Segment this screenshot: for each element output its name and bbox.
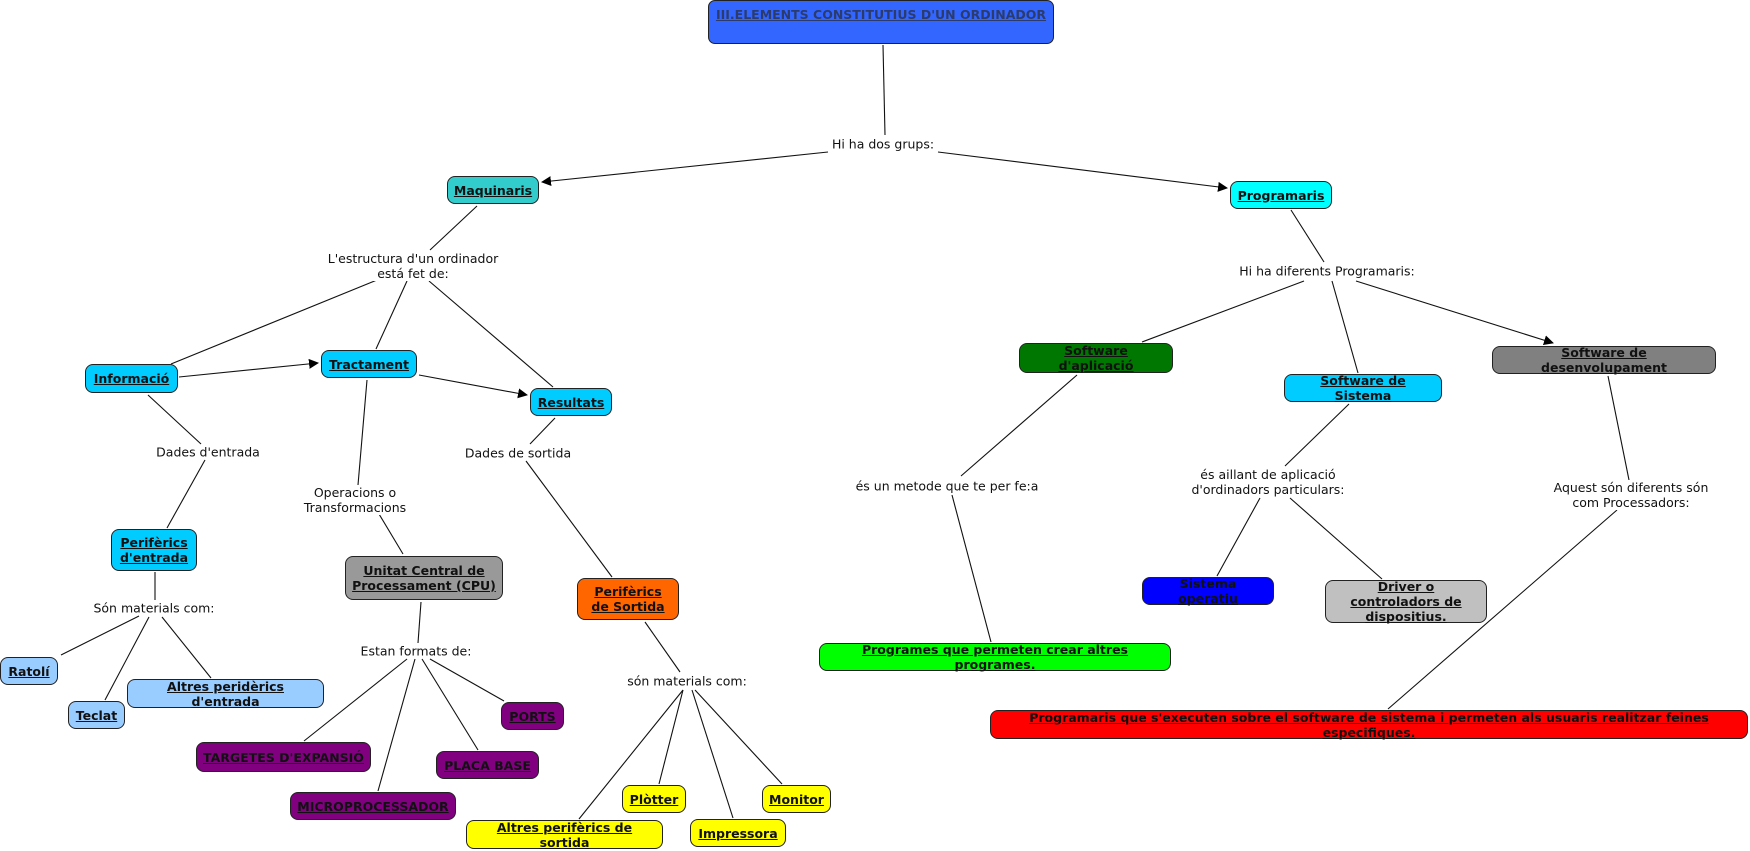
concept-impressora[interactable]: Impressora xyxy=(690,819,786,847)
concept-teclat[interactable]: Teclat xyxy=(68,701,125,729)
concept-programaris-red[interactable]: Programaris que s'executen sobre el soft… xyxy=(990,709,1748,740)
concept-software-desenvolupament[interactable]: Software de desenvolupament xyxy=(1492,345,1716,375)
link-phrase-estructura: L'estructura d'un ordinador está fet de: xyxy=(325,251,501,281)
concept-title[interactable]: III.ELEMENTS CONSTITUTIUS D'UN ORDINADOR xyxy=(708,0,1054,44)
concept-placa-base[interactable]: PLACA BASE xyxy=(436,751,539,779)
concept-resultats[interactable]: Resultats xyxy=(530,388,612,416)
concept-perifèrics-sortida[interactable]: Perifèrics de Sortida xyxy=(577,578,679,620)
link-phrase-operacions: Operacions o Transformacions xyxy=(301,485,409,515)
link-phrase-son-materials-sortida: són materials com: xyxy=(625,673,749,689)
concept-maquinaris[interactable]: Maquinaris xyxy=(447,176,539,204)
link-phrase-son-materials: Són materials com: xyxy=(91,600,217,616)
concept-informacio[interactable]: Informació xyxy=(85,364,178,393)
concept-perifèrics-entrada[interactable]: Perifèrics d'entrada xyxy=(111,529,197,571)
concept-altres-sortida[interactable]: Altres perifèrics de sortida xyxy=(466,819,663,850)
link-phrase-dades-sortida: Dades de sortida xyxy=(462,445,574,461)
concept-altres-entrada[interactable]: Altres peridèrics d'entrada xyxy=(127,678,324,709)
concept-label: Perifèrics de Sortida xyxy=(591,584,665,614)
concept-label: PLACA BASE xyxy=(444,757,531,773)
concept-plotter[interactable]: Plòtter xyxy=(622,785,686,813)
concept-label: Ratolí xyxy=(8,663,50,679)
concept-label: Altres perifèrics de sortida xyxy=(496,819,633,850)
link-phrase-aillant: és aillant de aplicació d'ordinadors par… xyxy=(1189,467,1347,497)
concept-label: Plòtter xyxy=(629,791,679,807)
concept-label: PORTS xyxy=(509,708,556,724)
concept-software-aplicacio[interactable]: Software d'aplicació xyxy=(1019,343,1173,373)
concept-driver[interactable]: Driver o controladors de dispositius. xyxy=(1325,579,1487,624)
concept-software-sistema[interactable]: Software de Sistema xyxy=(1284,373,1442,403)
concept-programes[interactable]: Programes que permeten crear altres prog… xyxy=(819,642,1171,672)
concept-label: Sistema operatiu xyxy=(1178,576,1238,606)
concept-cpu[interactable]: Unitat Central de Processament (CPU) xyxy=(345,556,503,600)
concept-label: Software d'aplicació xyxy=(1058,343,1134,373)
link-phrase-aquest: Aquest són diferents són com Processador… xyxy=(1551,480,1711,510)
concept-label: Programes que permeten crear altres prog… xyxy=(861,642,1128,672)
concept-targetes[interactable]: TARGETES D'EXPANSIÓ xyxy=(196,742,371,772)
concept-label: Software de Sistema xyxy=(1320,373,1406,403)
concept-sistema-operatiu[interactable]: Sistema operatiu xyxy=(1142,576,1274,606)
concept-label: Monitor xyxy=(769,791,824,807)
concept-label: Resultats xyxy=(537,394,605,410)
concept-label: Programaris xyxy=(1237,187,1325,203)
link-phrase-dos-grups: Hi ha dos grups: xyxy=(829,136,937,152)
concept-ratoli[interactable]: Ratolí xyxy=(0,657,58,685)
concept-label: Driver o controladors de dispositius. xyxy=(1350,579,1462,624)
concept-label: Programaris que s'executen sobre el soft… xyxy=(1029,709,1709,740)
concept-label: Teclat xyxy=(75,707,118,723)
concept-microprocessador[interactable]: MICROPROCESSADOR xyxy=(290,792,456,820)
concept-ports[interactable]: PORTS xyxy=(501,702,564,730)
concept-label: Software de desenvolupament xyxy=(1541,345,1667,375)
concept-title-label: III.ELEMENTS CONSTITUTIUS D'UN ORDINADOR xyxy=(715,7,1047,22)
concept-label: Informació xyxy=(93,371,170,386)
concept-label: Perifèrics d'entrada xyxy=(119,535,189,565)
concept-label: MICROPROCESSADOR xyxy=(297,798,449,814)
concept-programaris[interactable]: Programaris xyxy=(1230,181,1332,209)
concept-tractament[interactable]: Tractament xyxy=(321,350,417,378)
link-phrase-estan-formats: Estan formats de: xyxy=(358,643,474,659)
concept-monitor[interactable]: Monitor xyxy=(762,785,831,813)
link-phrase-dades-entrada: Dades d'entrada xyxy=(154,444,262,460)
concept-label: Tractament xyxy=(329,356,409,372)
concept-label: Maquinaris xyxy=(453,182,533,198)
concept-label: TARGETES D'EXPANSIÓ xyxy=(203,749,364,765)
concept-label: Impressora xyxy=(698,825,778,841)
concept-label: Altres peridèrics d'entrada xyxy=(167,678,284,709)
link-phrase-metode: és un metode que te per fe:a xyxy=(853,478,1041,494)
link-phrase-diferents-programaris: Hi ha diferents Programaris: xyxy=(1237,263,1417,279)
concept-label: Unitat Central de Processament (CPU) xyxy=(352,563,496,593)
